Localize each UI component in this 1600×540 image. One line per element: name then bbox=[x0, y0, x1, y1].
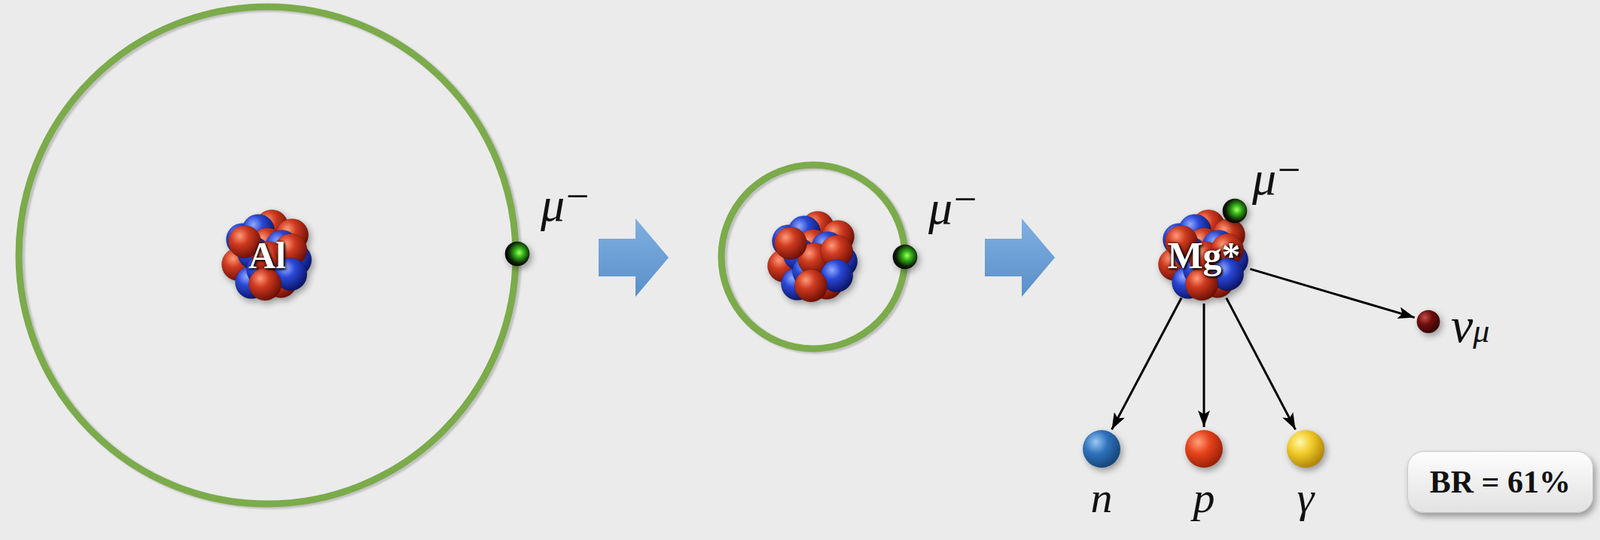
particle-dot: p bbox=[1184, 429, 1224, 469]
muon-shape bbox=[1222, 198, 1248, 224]
muon-ball bbox=[505, 241, 531, 267]
decay-arrow bbox=[1112, 298, 1183, 430]
muon-orbit bbox=[18, 6, 516, 504]
muon-symbol: μ⁻ bbox=[928, 183, 979, 232]
muon-symbol: μ⁻ bbox=[540, 180, 591, 229]
nucleon bbox=[794, 269, 827, 302]
muon-symbol: μ⁻ bbox=[1252, 154, 1302, 203]
muon-dot: μ⁻ bbox=[1222, 198, 1248, 224]
muon-dot: μ⁻ bbox=[504, 240, 531, 267]
particle-dot: γ bbox=[1286, 429, 1326, 469]
particle-shape bbox=[1081, 429, 1122, 469]
particle-symbol: νμ bbox=[1450, 300, 1490, 351]
step-arrow bbox=[598, 218, 669, 297]
muon-shape bbox=[504, 240, 531, 267]
muon-ball bbox=[1222, 198, 1248, 224]
branching-ratio-text: BR = 61% bbox=[1429, 466, 1571, 498]
particle-shape bbox=[1286, 429, 1326, 469]
particle-ball bbox=[1417, 310, 1441, 334]
nucleus-label: Mg* bbox=[1167, 236, 1241, 275]
muon-shape bbox=[892, 243, 918, 270]
particle-shape bbox=[1184, 429, 1224, 469]
particle-ball bbox=[1286, 429, 1325, 468]
nucleus: Al bbox=[220, 208, 314, 302]
particle-symbol: p bbox=[1193, 475, 1216, 520]
particle-ball bbox=[1082, 429, 1121, 468]
decay-arrow bbox=[1249, 268, 1415, 317]
muon-dot: μ⁻ bbox=[892, 243, 918, 270]
nucleon bbox=[774, 226, 807, 260]
particle-dot: n bbox=[1081, 429, 1122, 469]
connector-group bbox=[1112, 268, 1415, 430]
particle-symbol: γ bbox=[1297, 475, 1315, 520]
particle-symbol: n bbox=[1091, 475, 1113, 520]
decay-arrow bbox=[1203, 303, 1206, 427]
muon-ball bbox=[892, 244, 918, 270]
step-arrow bbox=[984, 218, 1055, 297]
decay-arrow bbox=[1226, 298, 1296, 430]
particle-dot: νμ bbox=[1416, 309, 1441, 334]
nucleus-illustration bbox=[767, 210, 857, 302]
muon-orbit bbox=[721, 164, 906, 349]
particle-ball bbox=[1185, 429, 1223, 468]
branching-ratio-box: BR = 61% bbox=[1407, 451, 1594, 513]
particle-shape bbox=[1416, 309, 1441, 334]
nucleus-label: Al bbox=[248, 236, 287, 275]
